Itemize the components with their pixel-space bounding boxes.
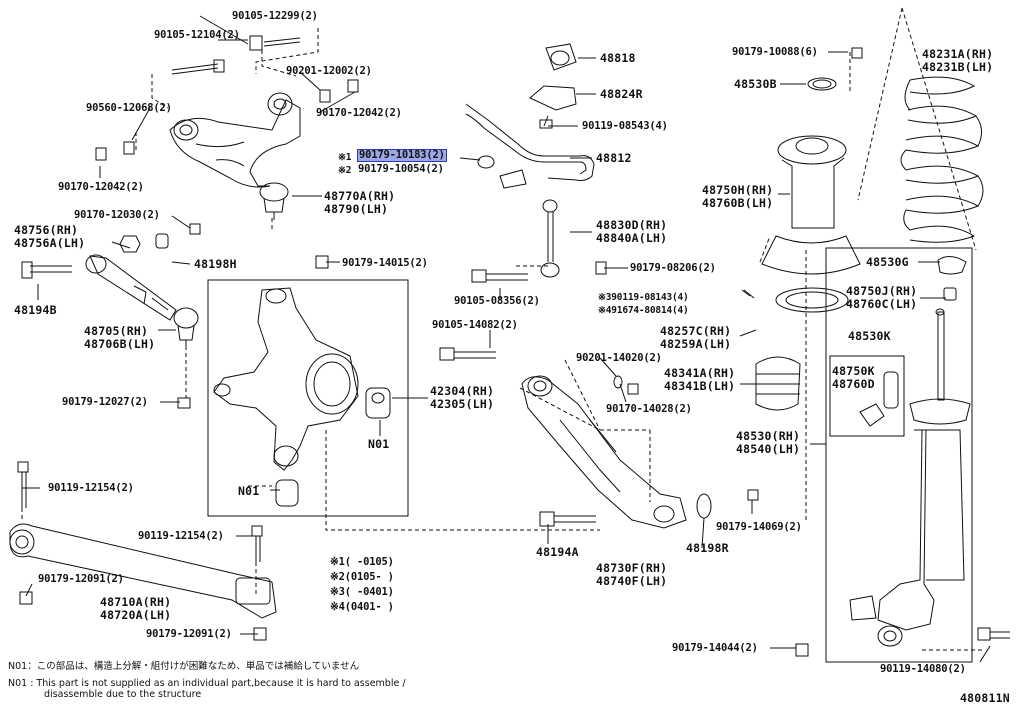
label-91674-80814: ※491674-80814(4) xyxy=(598,305,689,316)
label-48259a: 48259A(LH) xyxy=(660,337,732,351)
label-48756a: 48756A(LH) xyxy=(14,236,86,250)
label-48750h: 48750H(RH) xyxy=(702,183,774,197)
label-48760b: 48760B(LH) xyxy=(702,196,774,210)
label-48194b: 48194B xyxy=(14,303,57,317)
label-48530g: 48530G xyxy=(866,255,909,269)
label-n01-b: N01 xyxy=(238,484,260,498)
legend-1: ※1( -0105) xyxy=(330,556,394,568)
label-48341a: 48341A(RH) xyxy=(664,366,736,380)
label-90105-14082: 90105-14082(2) xyxy=(432,319,518,331)
legend-4: ※4(0401- ) xyxy=(330,601,394,613)
label-90105-08356: 90105-08356(2) xyxy=(454,295,540,307)
label-48231a: 48231A(RH) xyxy=(922,47,994,61)
label-48194a: 48194A xyxy=(536,545,579,559)
label-90105-12104: 90105-12104(2) xyxy=(154,29,240,41)
label-48257c: 48257C(RH) xyxy=(660,324,732,338)
label-48198h: 48198H xyxy=(194,257,237,271)
knuckle-box xyxy=(207,279,409,517)
label-90119-08543: 90119-08543(4) xyxy=(582,120,668,132)
label-90170-12042-a: 90170-12042(2) xyxy=(316,107,402,119)
label-90201-12002: 90201-12002(2) xyxy=(286,65,372,77)
note-en-2: disassemble due to the structure xyxy=(44,689,202,700)
label-48750j: 48750J(RH) xyxy=(846,284,918,298)
label-90119-12154-b: 90119-12154(2) xyxy=(138,530,224,542)
label-90201-14020: 90201-14020(2) xyxy=(576,352,662,364)
label-90119-08143: ※390119-08143(4) xyxy=(598,292,689,303)
label-42305: 42305(LH) xyxy=(430,397,495,411)
label-90170-14028: 90170-14028(2) xyxy=(606,403,692,415)
label-48705: 48705(RH) xyxy=(84,324,149,338)
label-48812: 48812 xyxy=(596,151,632,165)
label-90179-12091-a: 90179-12091(2) xyxy=(38,573,124,585)
label-42304: 42304(RH) xyxy=(430,384,495,398)
label-90179-14044: 90179-14044(2) xyxy=(672,642,758,654)
label-48824r: 48824R xyxy=(600,87,643,101)
label-48720a: 48720A(LH) xyxy=(100,608,172,622)
label-48530: 48530(RH) xyxy=(736,429,801,443)
label-90560-12068: 90560-12068(2) xyxy=(86,102,172,114)
label-48818: 48818 xyxy=(600,51,636,65)
legend-3: ※3( -0401) xyxy=(330,586,394,598)
note-jp: N01：この部品は、構造上分解・組付けが困難なため、単品では補給していません xyxy=(8,661,360,672)
label-90179-14069: 90179-14069(2) xyxy=(716,521,802,533)
note-en-1: N01 : This part is not supplied as an in… xyxy=(8,678,406,689)
label-48198r: 48198R xyxy=(686,541,729,555)
label-48530k: 48530K xyxy=(848,329,891,343)
label-90105-12299: 90105-12299(2) xyxy=(232,10,318,22)
label-90179-12091-b: 90179-12091(2) xyxy=(146,628,232,640)
label-90179-10054: 90179-10054(2) xyxy=(358,163,444,175)
label-90179-10183-highlighted[interactable]: 90179-10183(2) xyxy=(357,149,447,162)
diagram-code: 480811N xyxy=(960,691,1010,705)
label-90179-14015: 90179-14015(2) xyxy=(342,257,428,269)
label-90119-14080: 90119-14080(2) xyxy=(880,663,966,675)
label-48756: 48756(RH) xyxy=(14,223,79,237)
label-90119-12154-a: 90119-12154(2) xyxy=(48,482,134,494)
label-90179-08206: 90179-08206(2) xyxy=(630,262,716,274)
label-90179-10088: 90179-10088(6) xyxy=(732,46,818,58)
label-48341b: 48341B(LH) xyxy=(664,379,736,393)
mark-2: ※2 xyxy=(338,165,352,176)
label-48840a: 48840A(LH) xyxy=(596,231,668,245)
label-90170-12030: 90170-12030(2) xyxy=(74,209,160,221)
label-48760d: 48760D xyxy=(832,377,875,391)
label-48830d: 48830D(RH) xyxy=(596,218,668,232)
label-48231b: 48231B(LH) xyxy=(922,60,994,74)
label-48706b: 48706B(LH) xyxy=(84,337,156,351)
label-48760c: 48760C(LH) xyxy=(846,297,918,311)
label-48770a: 48770A(RH) xyxy=(324,189,396,203)
label-48750k: 48750K xyxy=(832,364,875,378)
mark-1: ※1 xyxy=(338,152,352,163)
shock-subbox xyxy=(829,355,905,437)
label-48790: 48790(LH) xyxy=(324,202,389,216)
label-90179-12027: 90179-12027(2) xyxy=(62,396,148,408)
label-48730f: 48730F(RH) xyxy=(596,561,668,575)
label-48740f: 48740F(LH) xyxy=(596,574,668,588)
label-n01-a: N01 xyxy=(368,437,390,451)
legend-2: ※2(0105- ) xyxy=(330,571,394,583)
shock-box xyxy=(825,247,973,663)
label-48710a: 48710A(RH) xyxy=(100,595,172,609)
label-48540: 48540(LH) xyxy=(736,442,801,456)
label-48530b: 48530B xyxy=(734,77,777,91)
label-90170-12042-b: 90170-12042(2) xyxy=(58,181,144,193)
